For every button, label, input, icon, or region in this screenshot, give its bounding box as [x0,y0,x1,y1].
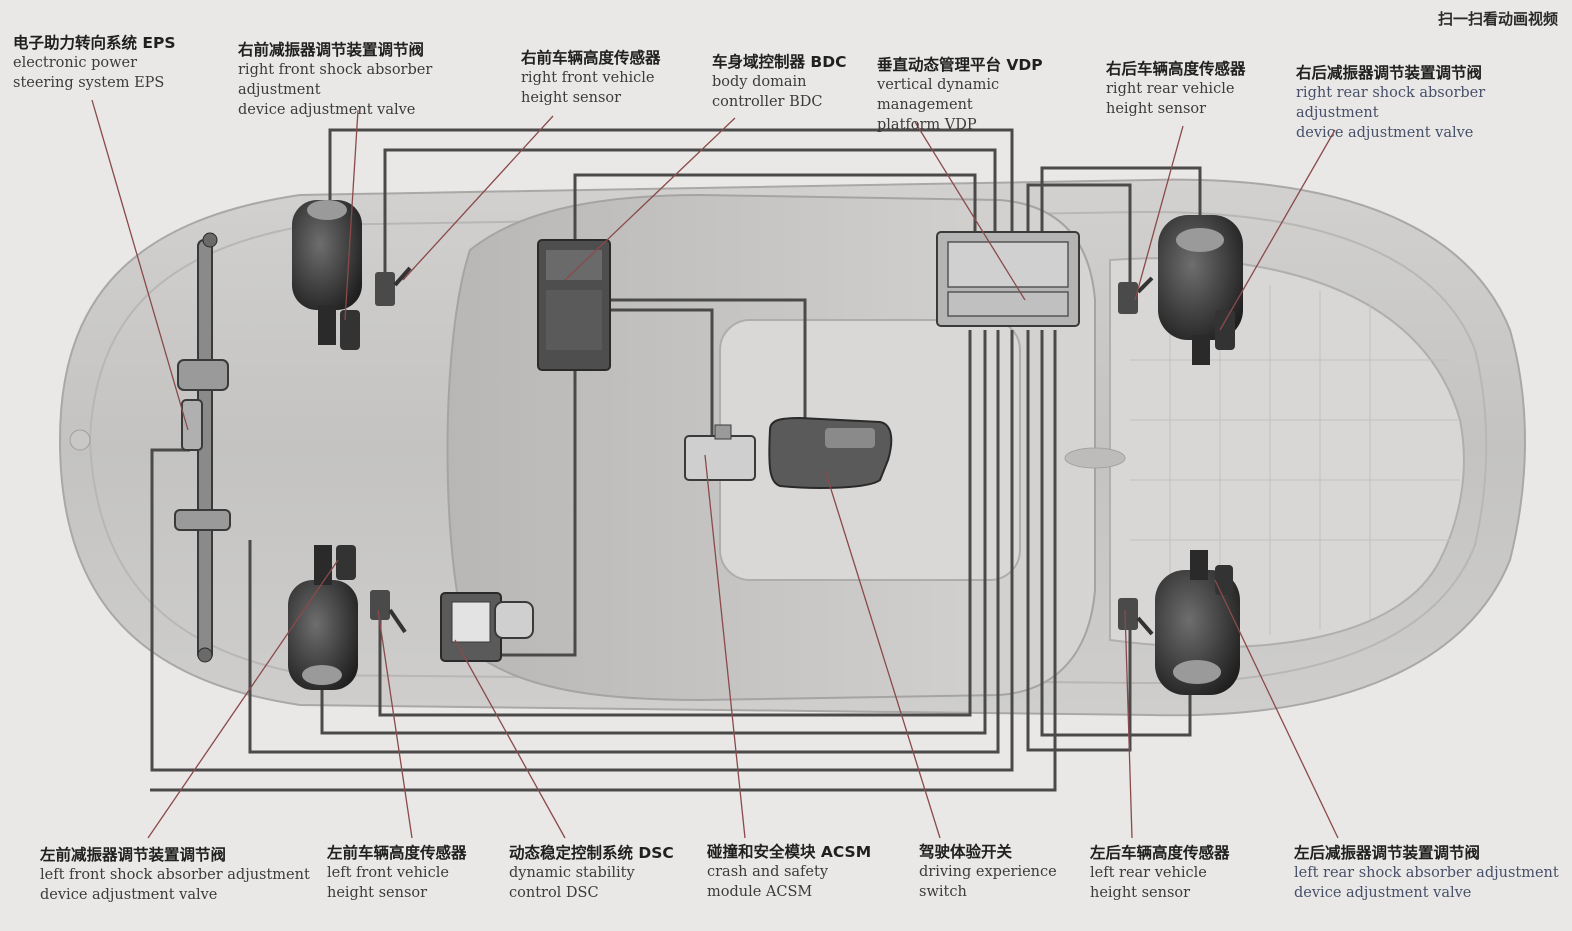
label-lf-shock-en1: left front shock absorber adjustment [40,865,320,885]
label-eps-en1: electronic power [13,53,213,73]
label-rr-height-en1: right rear vehicle [1106,79,1286,99]
label-bdc-en1: body domain [712,72,882,92]
label-rr-height-zh: 右后车辆高度传感器 [1106,59,1286,79]
label-lr-height: 左后车辆高度传感器 left rear vehicle height senso… [1090,843,1270,903]
label-lf-height-en2: height sensor [327,883,507,903]
label-acsm-en1: crash and safety [707,862,907,882]
label-rf-height-en1: right front vehicle [521,68,701,88]
label-eps: 电子助力转向系统 EPS electronic power steering s… [13,33,213,93]
label-lf-height-zh: 左前车辆高度传感器 [327,843,507,863]
label-bdc-zh: 车身域控制器 BDC [712,52,882,72]
label-rf-height-zh: 右前车辆高度传感器 [521,48,701,68]
label-switch: 驾驶体验开关 driving experience switch [919,842,1079,902]
scan-video-note: 扫一扫看动画视频 [1438,8,1558,29]
label-rf-shock-zh: 右前减振器调节装置调节阀 [238,40,518,60]
label-rf-height: 右前车辆高度传感器 right front vehicle height sen… [521,48,701,108]
label-lr-shock-en1: left rear shock absorber adjustment [1294,863,1564,883]
label-acsm-en2: module ACSM [707,882,907,902]
label-rr-shock: 右后减振器调节装置调节阀 right rear shock absorber a… [1296,63,1566,143]
label-rr-shock-zh: 右后减振器调节装置调节阀 [1296,63,1566,83]
label-lf-height: 左前车辆高度传感器 left front vehicle height sens… [327,843,507,903]
label-lf-shock: 左前减振器调节装置调节阀 left front shock absorber a… [40,845,320,905]
label-bdc: 车身域控制器 BDC body domain controller BDC [712,52,882,112]
label-rr-shock-en1: right rear shock absorber adjustment [1296,83,1566,123]
label-vdp-zh: 垂直动态管理平台 VDP [877,55,1092,75]
label-bdc-en2: controller BDC [712,92,882,112]
label-dsc: 动态稳定控制系统 DSC dynamic stability control D… [509,843,704,903]
label-lf-shock-zh: 左前减振器调节装置调节阀 [40,845,320,865]
label-acsm: 碰撞和安全模块 ACSM crash and safety module ACS… [707,842,907,902]
label-lr-shock-zh: 左后减振器调节装置调节阀 [1294,843,1564,863]
driving-experience-switch [769,418,891,488]
label-lf-shock-en2: device adjustment valve [40,885,320,905]
label-dsc-en1: dynamic stability [509,863,704,883]
label-lr-shock-en2: device adjustment valve [1294,883,1564,903]
label-lr-height-en1: left rear vehicle [1090,863,1270,883]
label-vdp: 垂直动态管理平台 VDP vertical dynamic management… [877,55,1092,135]
label-dsc-zh: 动态稳定控制系统 DSC [509,843,704,863]
label-rf-height-en2: height sensor [521,88,701,108]
label-dsc-en2: control DSC [509,883,704,903]
label-vdp-en1: vertical dynamic management [877,75,1092,115]
label-eps-zh: 电子助力转向系统 EPS [13,33,213,53]
label-rr-height: 右后车辆高度传感器 right rear vehicle height sens… [1106,59,1286,119]
label-switch-en2: switch [919,882,1079,902]
label-rf-shock-en1: right front shock absorber adjustment [238,60,518,100]
label-rf-shock: 右前减振器调节装置调节阀 right front shock absorber … [238,40,518,120]
label-eps-en2: steering system EPS [13,73,213,93]
label-lr-height-en2: height sensor [1090,883,1270,903]
label-acsm-zh: 碰撞和安全模块 ACSM [707,842,907,862]
label-lf-height-en1: left front vehicle [327,863,507,883]
label-rf-shock-en2: device adjustment valve [238,100,518,120]
label-lr-shock: 左后减振器调节装置调节阀 left rear shock absorber ad… [1294,843,1564,903]
label-rr-shock-en2: device adjustment valve [1296,123,1566,143]
label-switch-en1: driving experience [919,862,1079,882]
label-switch-zh: 驾驶体验开关 [919,842,1079,862]
vdp-module [937,232,1079,326]
label-rr-height-en2: height sensor [1106,99,1286,119]
bdc-module [538,240,610,370]
label-lr-height-zh: 左后车辆高度传感器 [1090,843,1270,863]
label-vdp-en2: platform VDP [877,115,1092,135]
